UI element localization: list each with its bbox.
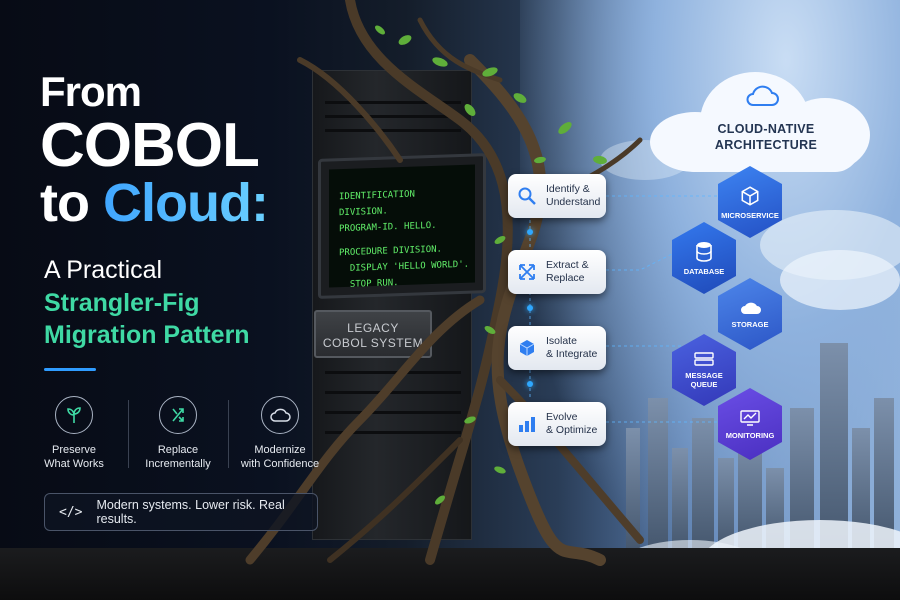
sprout-icon [55,396,93,434]
node-monitoring: MONITORING [718,388,782,460]
architecture-title: CLOUD-NATIVE ARCHITECTURE [714,122,818,152]
subtitle-line3: Migration Pattern [44,321,250,349]
bar-chart-icon [516,413,538,435]
cloud-icon [741,302,761,314]
step-identify: Identify &Understand [508,174,606,218]
step-label: Isolate& Integrate [546,335,598,360]
node-label: STORAGE [731,319,769,329]
subtitle-line1: A Practical [44,256,163,284]
step-label: Evolve& Optimize [546,411,598,436]
step-extract: Extract &Replace [508,250,606,294]
headline-prefix: to [40,173,103,233]
headline-line1: From [40,68,142,115]
code-icon: </> [59,504,83,520]
connector-dot [527,305,533,311]
database-icon [696,241,712,262]
monitor-icon [740,409,760,426]
expand-arrows-icon [516,261,538,283]
headline-highlight: Cloud: [102,173,269,233]
architecture-cloud [640,62,880,172]
headline-line2: COBOL [40,111,260,180]
cube-icon [741,185,759,206]
cube-icon [516,337,538,359]
cloud-outline-icon [261,396,299,434]
replace-arrows-icon [159,396,197,434]
tagline-text: Modern systems. Lower risk. Real results… [96,498,285,526]
tagline-box: </> Modern systems. Lower risk. Real res… [44,493,318,531]
node-storage: STORAGE [718,278,782,350]
connector-dot [527,229,533,235]
magnifier-icon [516,185,538,207]
step-label: Identify &Understand [546,183,601,208]
cloud-icon [744,84,780,113]
node-database: DATABASE [672,222,736,294]
step-isolate: Isolate& Integrate [508,326,606,370]
background-cloud [780,250,900,310]
node-label: DATABASE [683,266,725,276]
step-label: Extract &Replace [546,259,589,284]
node-microservice: MICROSERVICE [718,166,782,238]
node-label: MICROSERVICE [721,210,779,220]
benefit-divider [128,400,129,468]
subtitle-line2: Strangler-Fig [44,289,200,317]
legacy-system-plate: LEGACY COBOL SYSTEM [314,310,432,358]
step-evolve: Evolve& Optimize [508,402,606,446]
legacy-label-line1: LEGACY [347,321,399,335]
headline-line3: to Cloud: [40,172,269,234]
ground [0,548,900,600]
queue-icon [694,352,714,366]
legacy-label-line2: COBOL SYSTEM [322,336,424,350]
node-label: MONITORING [725,430,775,440]
benefit-divider [228,400,229,468]
connector-dot [527,381,533,387]
accent-divider [44,368,96,371]
